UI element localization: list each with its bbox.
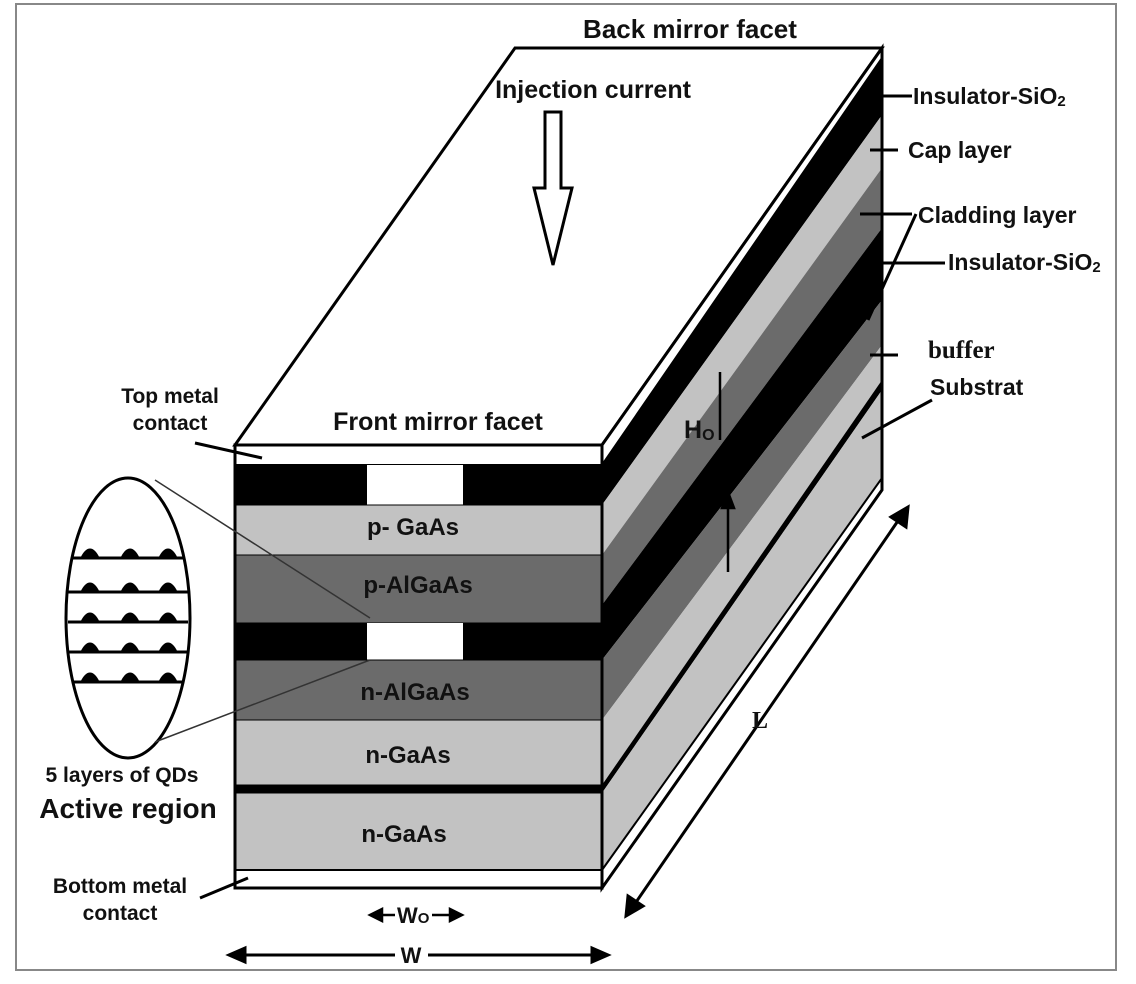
side-face	[600, 43, 884, 893]
insulator-top-label: Insulator-SiO2	[913, 83, 1066, 110]
front-insulator-mid-gap	[367, 623, 463, 660]
qd-zoom-line-bottom	[154, 659, 371, 743]
wo-label: WO	[397, 903, 430, 928]
layer-label-buffer: n-GaAs	[365, 742, 450, 769]
qd-label-line1: 5 layers of QDs	[46, 764, 199, 787]
wo-dimension	[367, 906, 465, 924]
qd-zoom-line-top	[154, 479, 371, 619]
side-separator	[602, 380, 882, 793]
front-contact-top	[234, 444, 603, 466]
cladding-leader-2	[866, 213, 918, 321]
qd-label-line2: Active region	[39, 793, 216, 824]
substrat-leader	[861, 398, 933, 440]
front-facet-label: Front mirror facet	[333, 408, 543, 436]
qd-inset	[64, 476, 371, 760]
side-substrate	[602, 390, 882, 870]
side-cap-layer	[602, 115, 882, 555]
layer-label-cladding-top: p-AlGaAs	[363, 572, 472, 599]
ho-label: HO	[684, 416, 715, 444]
substrat-label: Substrat	[930, 374, 1024, 400]
injection-label: Injection current	[495, 76, 692, 104]
qd-layers	[68, 548, 188, 684]
front-contact-bottom	[234, 869, 603, 889]
bottom-contact-label-line1: Bottom metal	[53, 875, 187, 898]
cap-label: Cap layer	[908, 137, 1012, 163]
front-substrate	[234, 792, 603, 871]
top-contact-label-line2: contact	[133, 412, 208, 435]
buffer-label: buffer	[928, 337, 995, 364]
w-dimension	[225, 945, 612, 965]
front-face	[233, 443, 604, 890]
back-facet-label: Back mirror facet	[583, 14, 797, 44]
l-label: L	[752, 708, 768, 734]
side-insulator-mid	[602, 228, 882, 660]
front-insulator-mid-left	[235, 623, 367, 660]
side-insulator-top	[602, 58, 882, 505]
layer-label-cladding-bottom: n-AlGaAs	[360, 679, 469, 706]
front-insulator-top-gap	[367, 465, 463, 505]
layer-label-substrate: n-GaAs	[361, 821, 446, 848]
front-buffer-layer	[234, 719, 603, 786]
injection-arrow	[532, 110, 574, 266]
ho-dimension	[718, 372, 736, 572]
side-buffer-layer	[602, 345, 882, 785]
front-outline	[233, 443, 604, 890]
l-dimension	[624, 504, 910, 919]
w-label: W	[401, 943, 422, 968]
bottom-contact-leader	[199, 876, 249, 900]
insulator-mid-label: Insulator-SiO2	[948, 249, 1101, 276]
side-cladding-top	[602, 168, 882, 605]
front-cladding-bottom	[234, 659, 603, 721]
front-separator	[235, 785, 602, 793]
front-insulator-top-right	[463, 465, 602, 505]
top-contact-label-line1: Top metal	[121, 385, 219, 408]
layer-label-cap: p- GaAs	[367, 514, 459, 541]
top-contact-leader	[194, 441, 263, 460]
bottom-contact-label-line2: contact	[83, 902, 158, 925]
cladding-label: Cladding layer	[918, 202, 1077, 228]
side-cladding-bottom	[602, 300, 882, 720]
front-insulator-mid-right	[463, 623, 602, 660]
front-insulator-top-left	[235, 465, 367, 505]
front-cap-layer	[234, 504, 603, 556]
